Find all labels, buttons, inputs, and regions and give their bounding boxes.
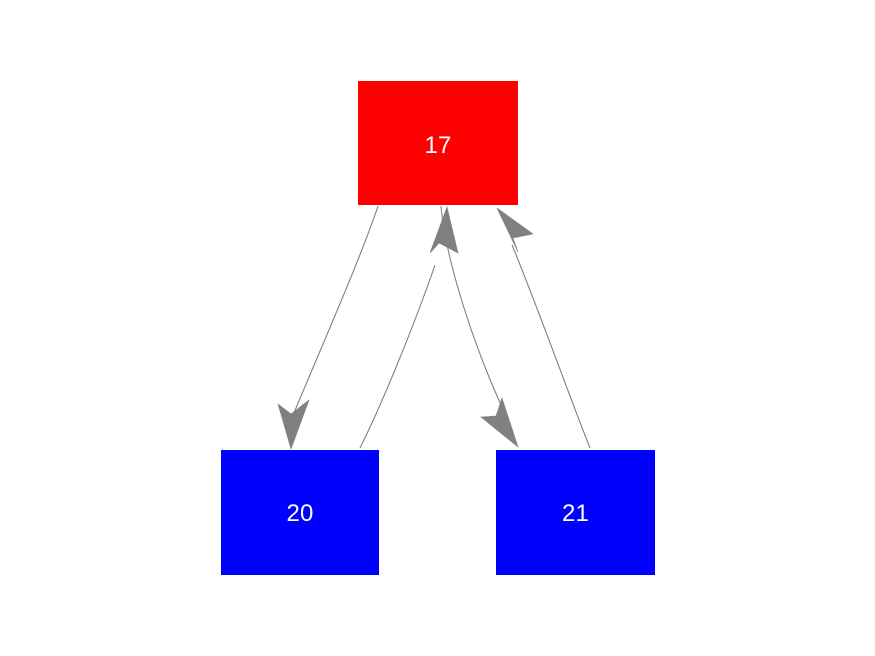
graph-node-17[interactable]: 17 (358, 81, 518, 205)
edge-path-17-20[interactable] (290, 205, 379, 421)
graph-node-20[interactable]: 20 (221, 450, 379, 575)
arrowhead-17-21 (480, 397, 519, 448)
node-label-17: 17 (424, 132, 452, 159)
edge-group-17-20[interactable] (277, 205, 379, 450)
edge-path-21-17[interactable] (511, 244, 591, 449)
edge-group-20-17[interactable] (359, 205, 459, 449)
graph-node-21[interactable]: 21 (496, 450, 655, 575)
edge-group-17-21[interactable] (440, 205, 519, 448)
arrowhead-17-20 (277, 399, 310, 450)
arrowhead-21-17 (496, 207, 534, 253)
edge-path-20-17[interactable] (359, 264, 436, 449)
edge-path-17-21[interactable] (440, 205, 508, 419)
node-label-20: 20 (286, 500, 314, 527)
node-label-21: 21 (561, 500, 590, 527)
edge-group-21-17[interactable] (496, 207, 591, 449)
